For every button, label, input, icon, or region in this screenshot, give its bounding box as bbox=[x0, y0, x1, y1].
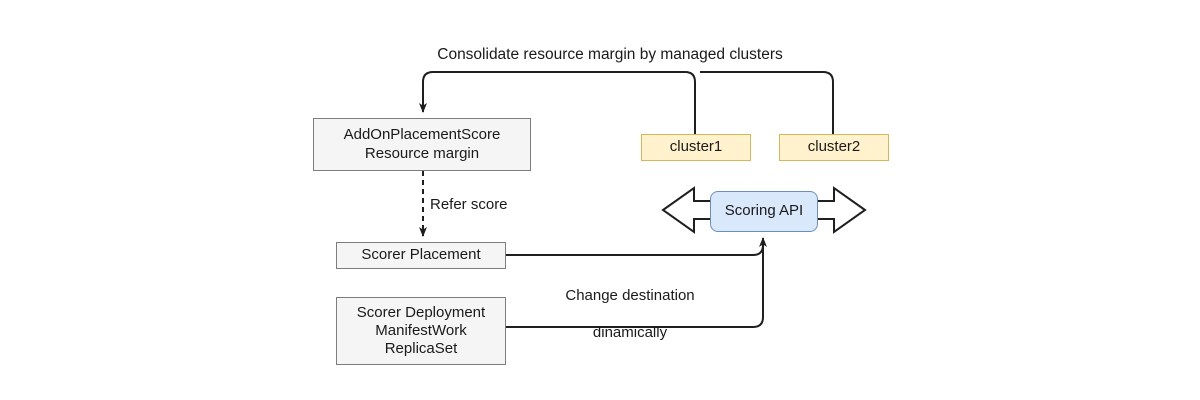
node-addonplacementscore-line1: AddOnPlacementScore bbox=[343, 126, 501, 144]
edge-label-change-destination-line2: dinamically bbox=[592, 324, 668, 342]
node-scorer-placement-label: Scorer Placement bbox=[361, 246, 481, 264]
node-scorer-deployment-line1: Scorer Deployment bbox=[356, 303, 486, 321]
node-cluster1[interactable]: cluster1 bbox=[641, 134, 751, 161]
edge-label-change-destination-line1: Change destination bbox=[565, 286, 695, 304]
node-addonplacementscore[interactable]: AddOnPlacementScore Resource margin bbox=[313, 118, 531, 171]
node-scorer-deployment-line2: ManifestWork bbox=[375, 321, 467, 339]
node-scorer-deployment[interactable]: Scorer Deployment ManifestWork ReplicaSe… bbox=[336, 297, 506, 365]
node-scoring-api[interactable]: Scoring API bbox=[710, 191, 818, 232]
node-cluster2[interactable]: cluster2 bbox=[779, 134, 889, 161]
node-addonplacementscore-line2: Resource margin bbox=[364, 144, 480, 162]
edge-cluster2-to-addonplacementscore bbox=[700, 71, 834, 134]
node-scorer-placement[interactable]: Scorer Placement bbox=[336, 242, 506, 269]
edge-label-change-destination: Change destination dinamically bbox=[520, 268, 740, 343]
edge-cluster1-to-addonplacementscore bbox=[419, 71, 696, 134]
node-scorer-deployment-line3: ReplicaSet bbox=[384, 340, 458, 358]
node-cluster1-label: cluster1 bbox=[669, 138, 723, 156]
left-arrow-icon bbox=[661, 186, 717, 234]
right-arrow-icon bbox=[816, 186, 867, 234]
diagram-title: Consolidate resource margin by managed c… bbox=[437, 46, 783, 63]
node-cluster2-label: cluster2 bbox=[807, 138, 861, 156]
edge-scorer-placement-to-scoring-api bbox=[506, 237, 767, 256]
edge-scorer-deployment-to-scoring-api bbox=[506, 238, 764, 328]
edge-label-refer-score: Refer score bbox=[430, 196, 508, 213]
node-scoring-api-label: Scoring API bbox=[724, 202, 804, 220]
